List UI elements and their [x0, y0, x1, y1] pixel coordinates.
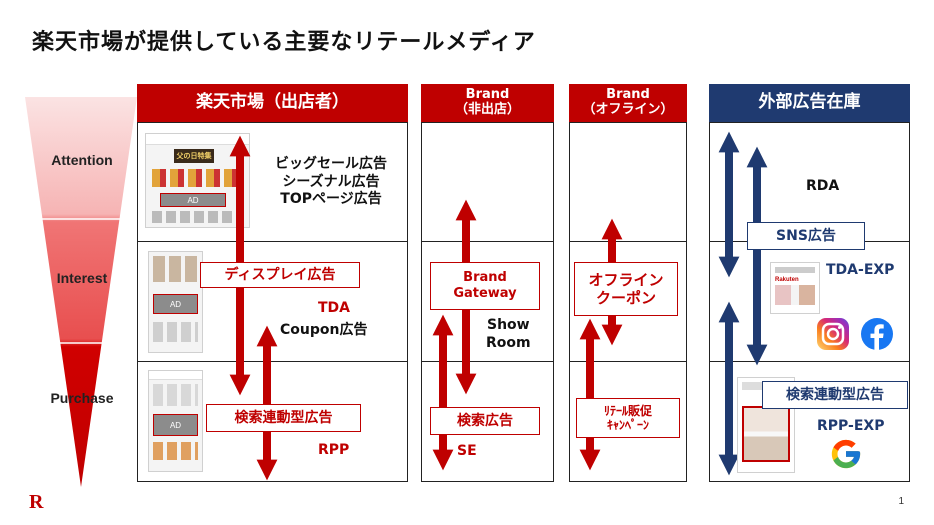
rakuten-logo-icon: R — [29, 491, 44, 513]
header-brand-offline-line1: Brand — [606, 87, 650, 103]
display-page-thumbnail: AD — [148, 251, 203, 353]
cell-brand-attention — [421, 122, 554, 242]
funnel-shape — [25, 97, 137, 487]
top-page-ad-text: TOPページ広告 — [280, 191, 382, 207]
rda-label: RDA — [806, 178, 840, 194]
retail-promo-box: ﾘﾃｰﾙ販促 ｷｬﾝﾍﾟｰﾝ — [576, 398, 680, 438]
show-room-line1: Show — [487, 317, 530, 333]
tda-exp-thumbnail: Rakuten — [770, 262, 820, 314]
tda-exp-label: TDA-EXP — [826, 262, 895, 278]
external-search-ad-box: 検索連動型広告 — [762, 381, 908, 409]
search-page-thumbnail: AD — [148, 370, 203, 472]
header-brand-offline-line2: （オフライン） — [582, 102, 674, 117]
instagram-icon — [817, 318, 849, 350]
retail-promo-line1: ﾘﾃｰﾙ販促 — [603, 403, 652, 418]
coupon-ad-label: Coupon広告 — [280, 322, 368, 338]
campaign-banner: 父の日特集 — [174, 149, 214, 163]
header-brand-non-store-line2: （非出店） — [454, 102, 520, 117]
header-brand-non-store-line1: Brand — [465, 87, 510, 103]
rpp-label: RPP — [318, 442, 350, 458]
header-brand-offline: Brand （オフライン） — [569, 84, 687, 122]
search-linked-ad-box: 検索連動型広告 — [206, 404, 361, 432]
show-room-label: Show Room — [486, 317, 531, 352]
rpp-exp-label: RPP-EXP — [817, 418, 885, 434]
ad-placeholder-3: AD — [153, 414, 198, 436]
header-rakuten: 楽天市場（出店者） — [137, 84, 408, 122]
se-label: SE — [457, 443, 477, 459]
page-number: 1 — [898, 496, 904, 507]
offline-coupon-box: オフライン クーポン — [574, 262, 678, 316]
offline-coupon-line2: クーポン — [595, 289, 656, 307]
facebook-icon — [861, 318, 893, 350]
ad-placeholder-1: AD — [160, 193, 226, 207]
cell-offline-attention — [569, 122, 687, 242]
funnel-graphic — [25, 97, 137, 487]
ad-placeholder-2: AD — [153, 294, 198, 314]
attention-ad-list: ビッグセール広告 シーズナル広告 TOPページ広告 — [256, 156, 406, 209]
header-external: 外部広告在庫 — [709, 84, 910, 122]
google-icon — [831, 439, 861, 469]
tda-label: TDA — [318, 300, 351, 316]
stage-purchase: Purchase — [50, 390, 114, 406]
header-brand-non-store: Brand （非出店） — [421, 84, 554, 122]
brand-gateway-line1: Brand — [463, 270, 507, 286]
page-title: 楽天市場が提供している主要なリテールメディア — [32, 30, 536, 55]
brand-gateway-box: Brand Gateway — [430, 262, 540, 310]
offline-coupon-line1: オフライン — [588, 271, 664, 289]
stage-interest: Interest — [56, 270, 108, 286]
brand-gateway-line2: Gateway — [453, 286, 517, 301]
stage-attention: Attention — [51, 152, 113, 168]
retail-promo-line2: ｷｬﾝﾍﾟｰﾝ — [606, 418, 649, 432]
thumb-rakuten-brand: Rakuten — [775, 277, 799, 283]
seasonal-ad-text: シーズナル広告 — [282, 173, 380, 190]
display-ad-box: ディスプレイ広告 — [200, 262, 360, 288]
sns-ad-box: SNS広告 — [747, 222, 865, 250]
show-room-line2: Room — [486, 334, 531, 351]
brand-search-ad-box: 検索広告 — [430, 407, 540, 435]
big-sale-ad-text: ビッグセール広告 — [275, 156, 387, 172]
